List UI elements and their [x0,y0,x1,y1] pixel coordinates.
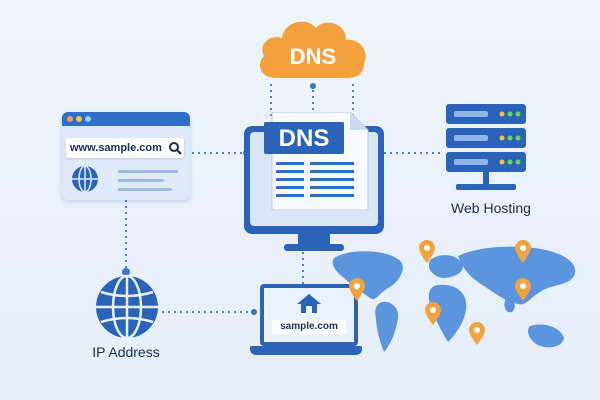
location-pin-icon [425,302,441,325]
minimize-dot [76,116,82,122]
globe-icon [96,274,158,340]
location-pin-icon [419,240,435,263]
location-pin-icon [349,278,365,301]
location-pin-icon [515,240,531,263]
laptop-base [250,346,362,355]
ip-address-label: IP Address [92,344,160,360]
cloud-icon [260,21,366,78]
laptop-icon: sample.com [260,284,360,354]
close-dot [67,116,73,122]
browser-window: www.sample.com [62,112,190,200]
house-icon [297,294,321,313]
browser-titlebar [62,112,190,126]
document-label: DNS [278,125,330,152]
world-map-icon [332,246,576,352]
maximize-dot [85,116,91,122]
url-text: www.sample.com [70,142,162,154]
web-hosting-label: Web Hosting [451,200,531,216]
monitor-stand [298,234,330,246]
location-pin-icon [469,322,485,345]
dns-cloud: DNS [254,12,372,84]
content-lines [118,170,178,197]
search-icon [169,142,182,155]
location-pin-icon [515,278,531,301]
laptop-url: sample.com [272,320,346,334]
monitor-base [284,244,344,251]
globe-icon [72,165,98,193]
url-bar: www.sample.com [66,138,184,158]
cloud-label: DNS [289,44,337,69]
server-rack-icon [442,104,532,196]
document-icon: DNS [264,111,374,211]
